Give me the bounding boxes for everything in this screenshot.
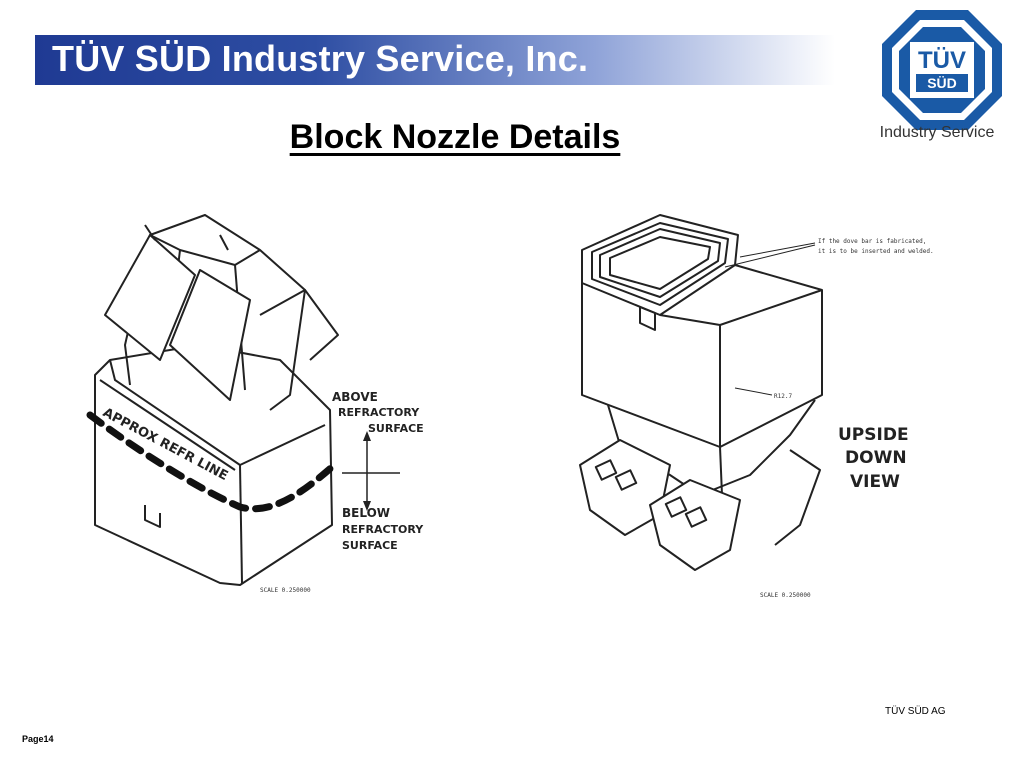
below-annotation-2: REFRACTORY [342, 523, 424, 536]
left-nozzle-drawing: APPROX REFR LINE ABOVE REFRACTORY SURFAC… [86, 214, 424, 594]
dimension-leader [734, 387, 773, 396]
above-annotation-2: REFRACTORY [338, 406, 420, 419]
footer-org: TÜV SÜD AG [885, 706, 946, 717]
callout-note-1: If the dove bar is fabricated, [818, 238, 926, 245]
above-annotation-1: ABOVE [332, 390, 378, 404]
logo-sub-band [916, 74, 968, 92]
above-annotation-3: SURFACE [368, 422, 424, 435]
view-annotation-3: VIEW [850, 472, 900, 492]
view-annotation-1: UPSIDE [838, 425, 909, 445]
view-annotation-2: DOWN [845, 448, 907, 468]
below-annotation-1: BELOW [342, 506, 390, 520]
dimension-label: R12.7 [774, 393, 792, 400]
callout-note-2: it is to be inserted and welded. [818, 248, 934, 255]
left-scale-label: SCALE 0.250000 [260, 587, 311, 594]
below-annotation-3: SURFACE [342, 539, 398, 552]
callout-leader-1 [739, 242, 816, 258]
logo-sub: SÜD [927, 75, 957, 91]
right-nozzle-drawing: If the dove bar is fabricated, it is to … [579, 214, 934, 599]
tuv-sud-logo: TÜV SÜD [882, 10, 1002, 130]
header-bar [35, 35, 835, 85]
right-scale-label: SCALE 0.250000 [760, 592, 811, 599]
company-title: TÜV SÜD Industry Service, Inc. [52, 38, 589, 79]
refractory-line [86, 411, 336, 513]
logo-mark: TÜV [918, 47, 966, 74]
page-number: Page14 [22, 734, 54, 744]
slide-title: Block Nozzle Details [289, 118, 621, 156]
logo-caption: Industry Service [879, 124, 995, 141]
callout-leader-2 [724, 244, 816, 268]
